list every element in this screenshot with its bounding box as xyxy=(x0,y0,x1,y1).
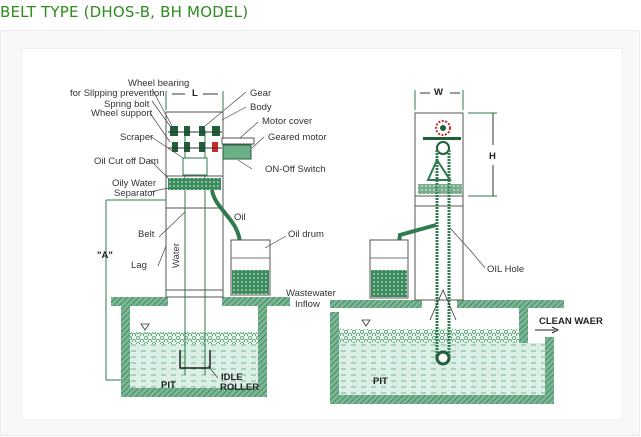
label-spring-bolt: Spring bolt xyxy=(104,99,150,110)
label-left-pit: PIT xyxy=(161,380,176,391)
left-body xyxy=(165,111,224,298)
oil-pipe xyxy=(210,189,242,246)
label-wastewater: Wastewater xyxy=(286,288,336,299)
right-baffle xyxy=(519,308,528,374)
label-water: Water xyxy=(171,243,182,268)
roller-assembly xyxy=(168,126,222,152)
label-oily-water: Oily Water xyxy=(112,178,156,189)
right-diagram: W H OIL Hole CLEAN WAER PIT xyxy=(330,87,603,404)
left-pit-wall-right xyxy=(258,306,267,397)
label-separator: Separator xyxy=(114,188,156,199)
left-diagram: Wheel bearing for Sllpping prevention Sp… xyxy=(70,78,336,397)
left-pit-water xyxy=(130,344,258,388)
left-pit-oil-layer xyxy=(130,332,258,344)
label-idle: IDLE xyxy=(221,372,243,383)
oil-cut-off-dam xyxy=(182,157,208,176)
right-ground-slab-left xyxy=(330,300,422,308)
motor-cover xyxy=(221,137,255,145)
clean-water-arrow-icon xyxy=(535,326,560,334)
label-lag: Lag xyxy=(131,260,147,271)
left-ground-slab-right xyxy=(222,297,290,306)
left-pit-wall-left xyxy=(121,306,130,397)
dimension-a: "A" xyxy=(97,250,113,261)
label-slipping-prevention: for Sllpping prevention xyxy=(70,88,165,99)
label-oil-drum: Oil drum xyxy=(288,229,324,240)
page-title: BELT TYPE (DHOS-B, BH MODEL) xyxy=(0,3,249,21)
label-motor-cover: Motor cover xyxy=(262,116,312,127)
dimension-h: H xyxy=(489,151,496,162)
label-wheel-bearing: Wheel bearing xyxy=(128,78,189,89)
label-right-pit: PIT xyxy=(373,376,388,387)
label-oil-hole: OIL Hole xyxy=(487,264,524,275)
right-ground-slab-right xyxy=(457,300,564,308)
bottom-roller xyxy=(435,350,451,366)
label-body: Body xyxy=(250,102,272,113)
label-oil: Oil xyxy=(234,212,246,223)
label-scraper: Scraper xyxy=(120,132,153,143)
label-belt: Belt xyxy=(138,229,155,240)
idle-roller xyxy=(179,350,211,369)
label-roller: ROLLER xyxy=(220,382,259,393)
label-clean-water: CLEAN WAER xyxy=(539,316,603,327)
water-level-marker-icon xyxy=(140,323,150,331)
label-geared-motor: Geared motor xyxy=(268,132,327,143)
oily-water-separator xyxy=(168,178,221,190)
geared-motor xyxy=(222,144,252,160)
right-water-level-marker-icon xyxy=(361,319,371,327)
label-gear: Gear xyxy=(250,88,271,99)
right-pit-wall-right xyxy=(545,337,554,404)
left-ground-slab-left xyxy=(111,297,168,306)
left-pit-floor xyxy=(121,388,267,397)
dimension-l: L xyxy=(192,88,198,99)
right-pit-wall-left xyxy=(330,312,339,404)
right-pit-floor xyxy=(330,395,554,404)
label-wheel-support: Wheel support xyxy=(91,108,153,119)
label-inflow: Inflow xyxy=(295,299,320,310)
drive-roller xyxy=(436,141,450,155)
dimension-w: W xyxy=(434,87,443,98)
right-pit-oil-layer xyxy=(339,329,519,343)
label-oil-cut-off-dam: Oil Cut off Dam xyxy=(94,156,159,167)
label-on-off-switch: ON-Off Switch xyxy=(265,164,326,175)
